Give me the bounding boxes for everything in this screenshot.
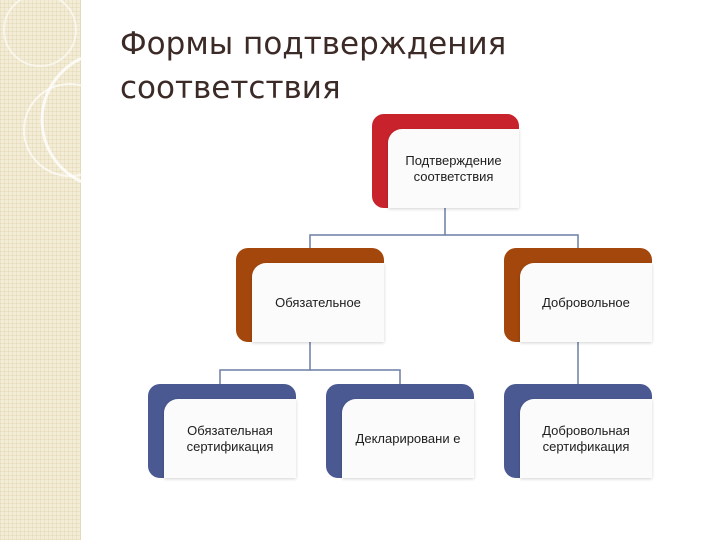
node-root-label: Подтверждение соответствия (388, 129, 519, 208)
node-mandatory-label: Обязательное (252, 263, 384, 342)
node-voluntary: Добровольное (504, 248, 652, 342)
node-declaration-label: Декларировани е (342, 399, 474, 478)
decorative-circles (3, 0, 140, 190)
node-mandatory-certification: Обязательная сертификация (148, 384, 296, 478)
slide-title: Формы подтверждения соответствия (120, 26, 507, 106)
node-mandatory: Обязательное (236, 248, 384, 342)
node-declaration: Декларировани е (326, 384, 474, 478)
connector-mandatory-certification (219, 340, 311, 385)
node-mandatory-certification-label: Обязательная сертификация (164, 399, 296, 478)
connector-root-mandatory (309, 205, 446, 250)
decorative-side-strip (0, 0, 81, 540)
node-root: Подтверждение соответствия (372, 114, 519, 208)
connector-mandatory-declaration (310, 369, 401, 385)
connector-root-voluntary (445, 234, 579, 250)
node-voluntary-certification-label: Добровольная сертификация (520, 399, 652, 478)
node-voluntary-certification: Добровольная сертификация (504, 384, 652, 478)
node-voluntary-label: Добровольное (520, 263, 652, 342)
